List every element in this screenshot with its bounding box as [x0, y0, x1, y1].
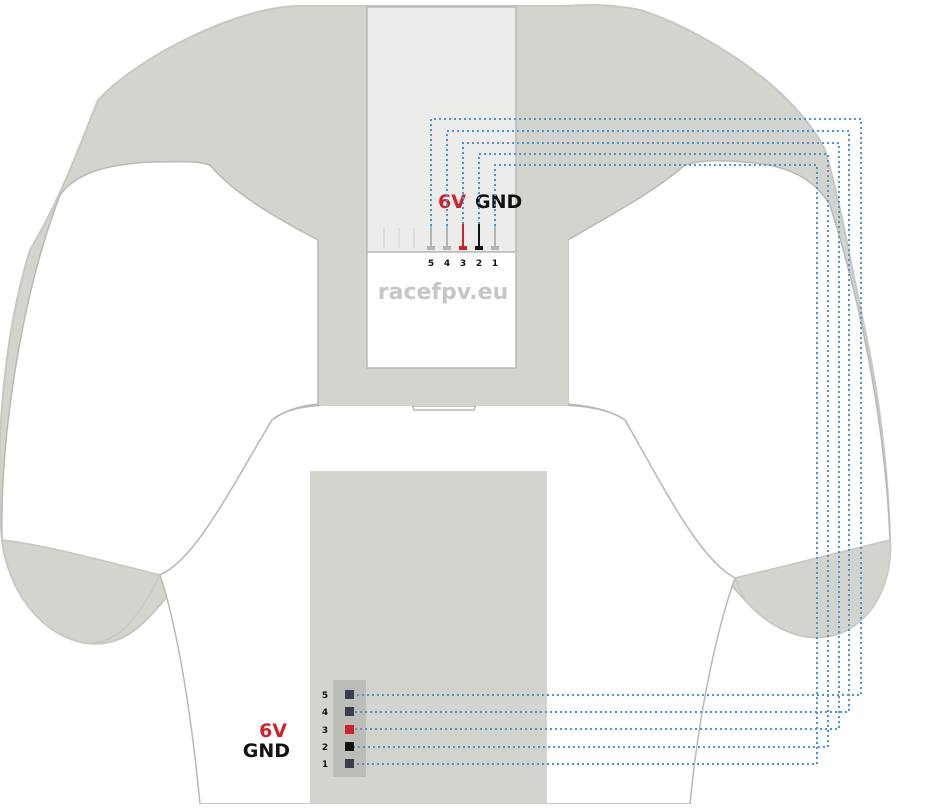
bottom-pad-3: [345, 725, 354, 734]
top-ground-label: GND: [475, 191, 522, 213]
top-pin-number-4: 4: [444, 259, 450, 269]
module-bay-lower: [366, 251, 517, 369]
top-pin-number-2: 2: [476, 259, 482, 269]
wire-pin-1: [354, 164, 818, 765]
top-pin-1: [491, 226, 499, 250]
right-grip-tip: [733, 539, 892, 639]
wire-pin-4: [354, 130, 850, 713]
wire-pin-2: [354, 153, 829, 748]
bottom-pin-number-3: 3: [322, 726, 328, 736]
wire-pin-5: [354, 118, 862, 696]
bottom-power-label: 6V: [259, 720, 287, 742]
top-pin-number-5: 5: [428, 259, 434, 269]
top-connector: 5 4 3 2 1 6V GND: [383, 191, 522, 269]
top-pin-3: [459, 224, 467, 250]
bottom-pin-number-4: 4: [322, 708, 328, 718]
bottom-pad-5: [345, 690, 354, 699]
top-power-label: 6V: [438, 191, 466, 213]
wire-pin-3: [354, 142, 840, 730]
watermark: racefpv.eu: [378, 280, 508, 305]
bottom-pin-number-1: 1: [322, 760, 328, 770]
bottom-pad-2: [345, 742, 354, 751]
controller-body: [0, 4, 892, 805]
top-dummy-pins: [383, 228, 415, 248]
bottom-pad-1: [345, 759, 354, 768]
left-grip-tip: [1, 539, 162, 644]
top-pin-2: [475, 224, 483, 250]
bottom-pin-number-5: 5: [322, 691, 328, 701]
bottom-connector: 5 4 3 2 1 6V GND: [243, 680, 366, 777]
wiring: [354, 118, 862, 765]
bottom-ground-label: GND: [243, 740, 290, 762]
module-bay-upper: [366, 6, 517, 253]
bottom-pad-4: [345, 707, 354, 716]
bottom-pin-number-2: 2: [322, 743, 328, 753]
top-pin-4: [443, 226, 451, 250]
top-pin-5: [427, 226, 435, 250]
top-pin-number-3: 3: [460, 259, 466, 269]
top-pin-number-1: 1: [492, 259, 498, 269]
